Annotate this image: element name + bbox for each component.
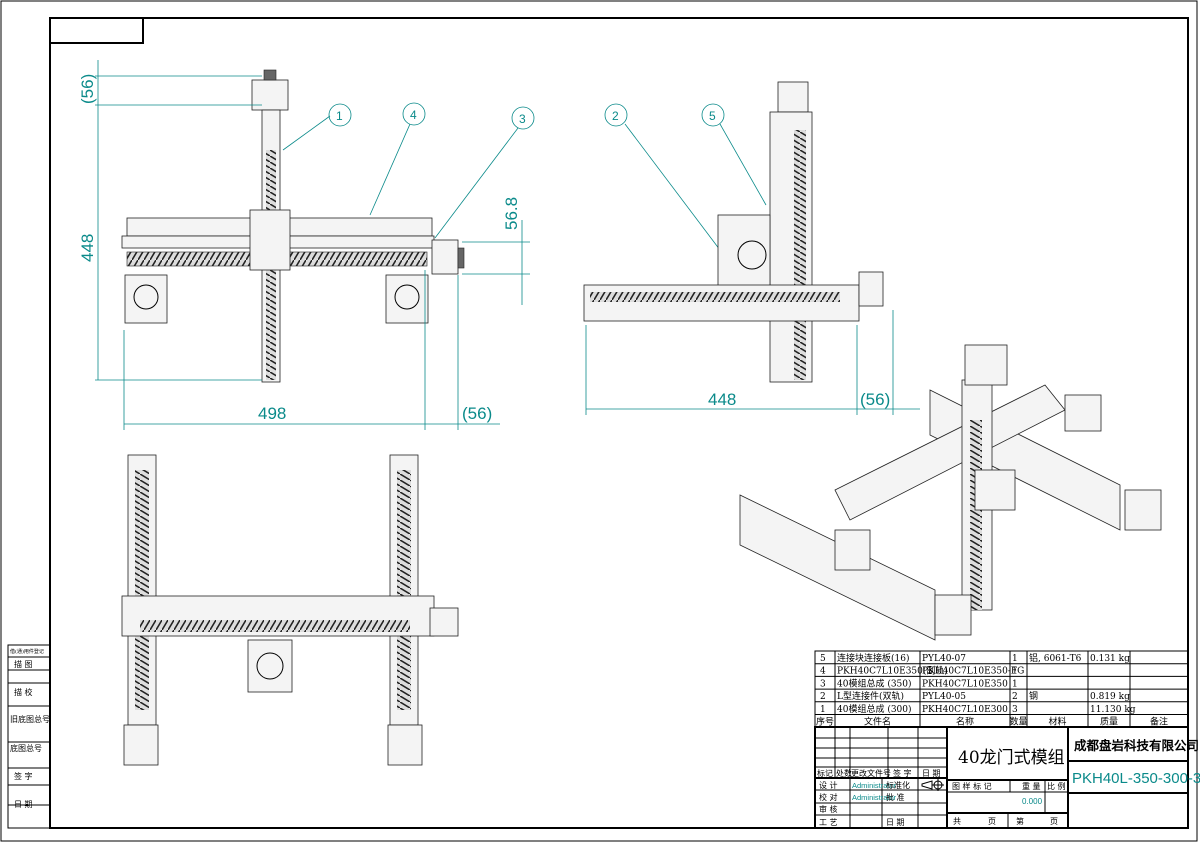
end-block-right — [385, 274, 429, 324]
bom-cell-material: 铝, 6061-T6 — [1029, 652, 1082, 664]
bom-cell-no: 4 — [820, 667, 826, 677]
balloons: 1 4 3 2 5 — [282, 102, 767, 251]
label-change-doc: 更改文件号 — [851, 768, 891, 778]
bom-header-material: 材料 — [1048, 716, 1066, 728]
label-total: 共 — [953, 817, 961, 826]
label-design: 设 计 — [819, 780, 838, 790]
label-date2: 日 期 — [886, 818, 905, 827]
label-mark: 标记 — [817, 768, 833, 778]
bom-cell-name: PKH40C7L10E300 — [922, 705, 1008, 715]
dim-side-right-offset: (56) — [860, 390, 890, 409]
strip-label: 底图总号 — [10, 743, 42, 753]
label-date: 日 期 — [922, 769, 941, 778]
bom-cell-no: 2 — [820, 692, 826, 702]
bom-cell-qty: 1 — [1012, 679, 1018, 689]
balloon-3: 3 — [519, 112, 526, 126]
bom-header-qty: 数量 — [1009, 716, 1027, 728]
strip-label: 旧底图总号 — [10, 714, 50, 724]
bom-cell-file: 连接块连接板(16) — [837, 652, 909, 664]
bom-cell-qty: 2 — [1012, 692, 1018, 702]
balloon-5: 5 — [709, 109, 716, 123]
side-dimensions: 448 (56) — [585, 310, 920, 415]
company-name: 成都盘岩科技有限公司 — [1074, 738, 1199, 753]
front-dimensions: (56) 448 498 (56) 56.8 — [78, 60, 530, 430]
projection-symbol-icon — [921, 779, 944, 791]
drawing-frame — [49, 17, 1189, 829]
bom-cell-qty: 1 — [1012, 654, 1018, 664]
title-block: 标记 处数 更改文件号 签 字 日 期 设 计 校 对 审 核 工 艺 Admi… — [814, 726, 1200, 829]
top-view — [121, 454, 459, 766]
label-approve: 批 准 — [886, 792, 905, 802]
label-stage-mark: 图 样 标 记 — [952, 781, 992, 791]
bom-cell-file: 40模组总成 (350) — [837, 677, 912, 689]
dim-front-top-offset: (56) — [78, 74, 97, 104]
label-nth: 第 — [1016, 816, 1024, 826]
bom-cell-file: L型连接件(双轨) — [837, 690, 904, 702]
bom-cell-mass: 11.130 kg — [1090, 705, 1136, 715]
side-strip: 借(通)用件登记 描 图 描 校 旧底图总号 底图总号 签 字 日 期 — [7, 644, 51, 829]
isometric-view — [739, 344, 1162, 641]
dim-front-width: 498 — [258, 404, 286, 423]
designer-name: Administrator — [852, 781, 897, 790]
label-scale: 比 例 — [1047, 781, 1066, 791]
strip-label: 描 校 — [14, 687, 33, 697]
label-review: 审 核 — [819, 804, 838, 814]
bom-cell-mass: 0.819 kg — [1090, 692, 1130, 702]
bom-cell-name: PYL40-05 — [922, 692, 966, 702]
balloon-1: 1 — [336, 109, 343, 123]
bom-cell-no: 3 — [820, 679, 826, 689]
bom-cell-qty: 1 — [1012, 667, 1018, 677]
label-count: 处数 — [836, 768, 852, 778]
bom-header-no: 序号 — [816, 716, 834, 728]
checker-name: Administrator — [852, 793, 897, 802]
strip-label: 日 期 — [14, 800, 33, 809]
dim-front-height: 448 — [78, 234, 97, 262]
motor-right — [431, 239, 459, 275]
bom-cell-mass: 0.131 kg — [1090, 654, 1130, 664]
dim-motor-offset: 56.8 — [502, 197, 521, 230]
bom-cell-no: 1 — [820, 705, 826, 715]
bom-header-file: 文件名 — [864, 716, 891, 728]
strip-label: 签 字 — [14, 771, 33, 781]
front-view — [121, 69, 465, 383]
dim-front-right-offset: (56) — [462, 404, 492, 423]
drawing-number: PKH40L-350-300-300 — [1072, 770, 1200, 787]
bom-cell-name: PYL40-07 — [922, 654, 966, 664]
strip-label: 借(通)用件登记 — [10, 648, 44, 655]
motor — [251, 79, 289, 111]
bom-header-mass: 质量 — [1100, 716, 1118, 728]
bom-cell-material: 钢 — [1029, 690, 1038, 702]
label-process: 工 艺 — [819, 818, 838, 827]
label-weight: 重 量 — [1022, 781, 1041, 791]
bom-cell-no: 5 — [820, 654, 826, 664]
label-sign: 签 字 — [893, 768, 912, 778]
bom-cell-file: PKH40C7L10E350(副轨) — [837, 665, 948, 677]
label-check: 校 对 — [819, 792, 838, 802]
label-standard: 标准化 — [886, 780, 910, 790]
end-block-left — [124, 274, 168, 324]
strip-label: 描 图 — [14, 659, 33, 669]
bom-cell-file: 40模组总成 (300) — [837, 703, 912, 715]
weight-value: 0.000 — [1022, 797, 1043, 806]
label-page2: 页 — [1050, 817, 1058, 826]
bom-cell-name: PKH40C7L10E350-FG — [922, 667, 1024, 677]
balloon-2: 2 — [612, 109, 619, 123]
side-view — [583, 81, 884, 383]
bom-cell-qty: 3 — [1012, 705, 1018, 715]
bom-header-name: 名称 — [956, 716, 974, 728]
bom-header-note: 备注 — [1150, 716, 1168, 728]
bom-cell-name: PKH40C7L10E350 — [922, 679, 1008, 689]
corner-box — [49, 17, 144, 44]
balloon-4: 4 — [410, 108, 417, 122]
label-page: 页 — [988, 817, 996, 826]
drawing-title: 40龙门式模组 — [958, 748, 1065, 768]
dim-side-width: 448 — [708, 390, 736, 409]
